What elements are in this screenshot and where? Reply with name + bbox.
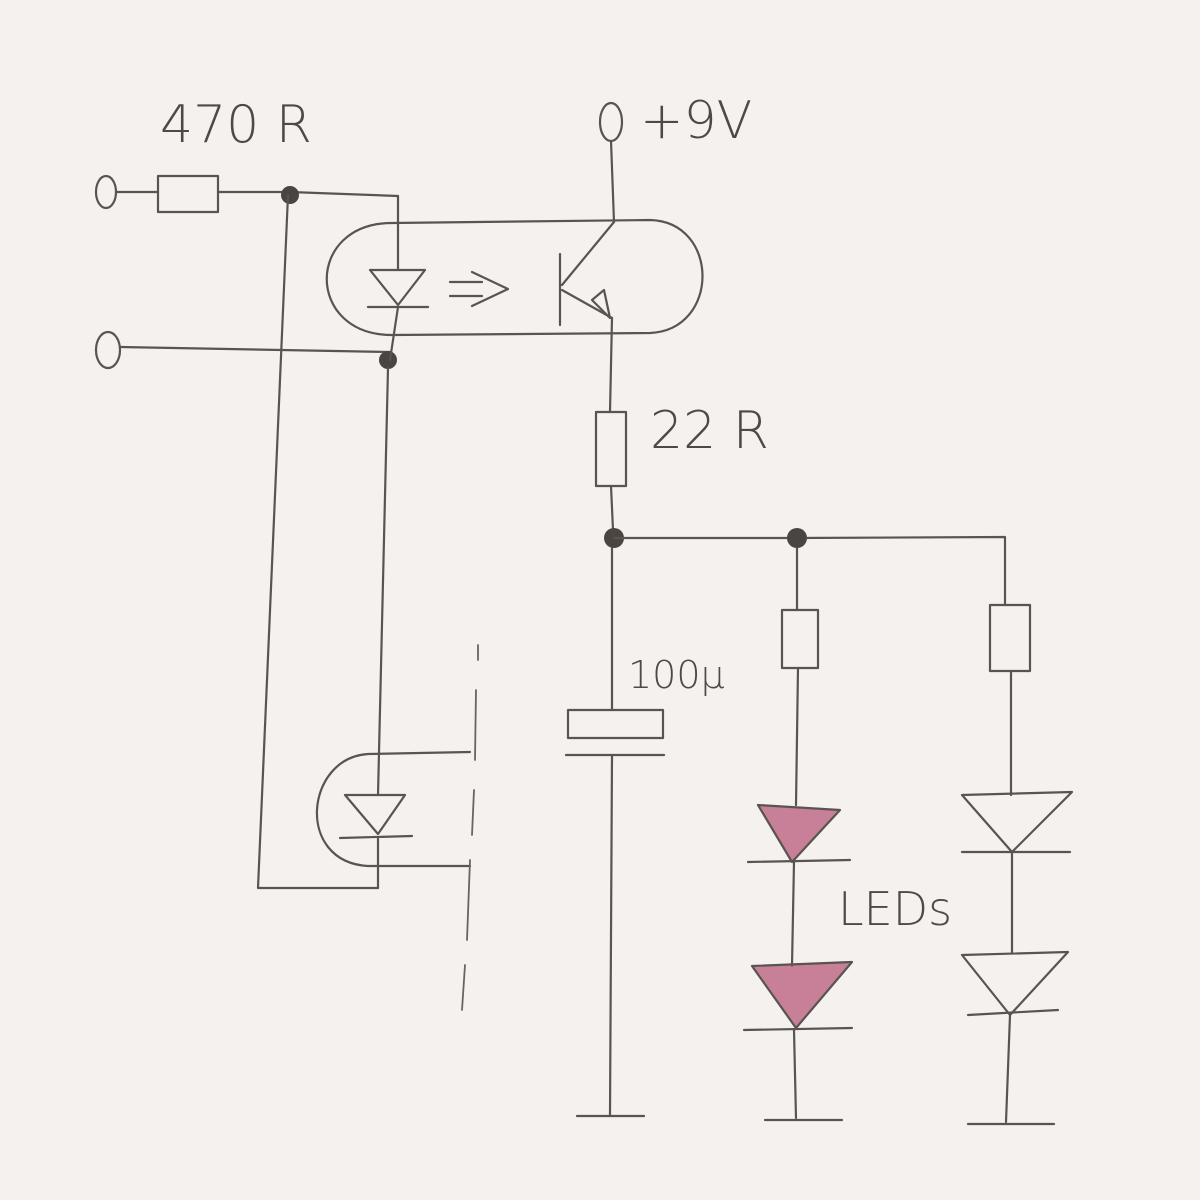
label-capacitor: 100µ: [628, 653, 725, 697]
wire-led4-to-ground: [1004, 1013, 1012, 1124]
wire-left-return: [256, 193, 380, 890]
resistor-branch1: [780, 608, 820, 670]
wire-input-bottom: [118, 345, 392, 354]
dashed-divider: [461, 644, 479, 1011]
wire-resistor-to-node: [609, 484, 615, 532]
resistor-470r: [156, 174, 220, 214]
led-outline-1: [960, 790, 1074, 854]
label-supply: +9V: [640, 91, 752, 151]
input-terminal-bottom: [94, 330, 122, 370]
wire-capacitor-to-ground: [608, 753, 614, 1117]
lower-diode-block: [315, 750, 472, 890]
wire-resistor-to-led: [216, 190, 400, 198]
wire-led2-to-ground: [792, 1028, 798, 1120]
wire-cathode-down: [376, 366, 390, 797]
optocoupler: [325, 194, 704, 362]
wire-supply-to-collector: [609, 139, 616, 224]
resistor-22r: [594, 410, 628, 488]
led-outline-2: [960, 950, 1070, 1017]
junction-top-left: [281, 186, 299, 204]
led-red-1: [746, 803, 852, 864]
resistor-branch2: [988, 603, 1032, 673]
input-terminal-top: [94, 174, 118, 210]
label-22r: 22 R: [650, 401, 769, 461]
junction-led-cathode: [379, 351, 397, 369]
label-470r: 470 R: [160, 95, 312, 155]
capacitor-100u: [566, 708, 665, 740]
wire-led-bus: [612, 535, 1007, 607]
supply-terminal: [598, 101, 624, 143]
led-red-2: [742, 960, 854, 1032]
label-leds: LEDs: [838, 882, 952, 936]
wire-emitter-to-resistor: [608, 316, 614, 414]
junction-led-branch: [787, 528, 807, 548]
wire-led1-to-led2: [790, 860, 796, 968]
wire-branch1-to-led1: [794, 666, 800, 807]
